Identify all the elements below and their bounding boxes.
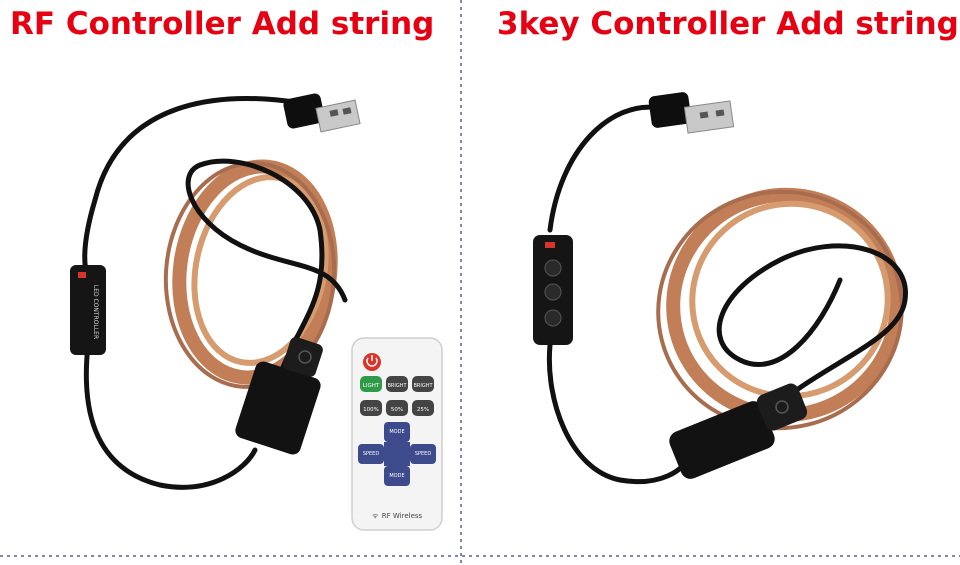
three-key-controller bbox=[533, 235, 573, 345]
usb-plug-right bbox=[648, 92, 735, 134]
key-button-2 bbox=[544, 283, 562, 301]
speed-right-button bbox=[410, 444, 436, 464]
rf-remote: LIGHT BRIGHT BRIGHT 100% 50% 25% MODE SP… bbox=[351, 337, 443, 531]
speed-left-button bbox=[358, 444, 384, 464]
pct-25-label: 25% bbox=[417, 407, 429, 413]
wifi-icon: ᯤ bbox=[372, 512, 379, 520]
bright-down-label: BRIGHT bbox=[413, 383, 433, 389]
usb-plug-left bbox=[283, 93, 361, 133]
copper-wire-coil-right bbox=[656, 187, 904, 431]
speed-right-label: SPEED bbox=[415, 451, 432, 457]
mode-bottom-button bbox=[384, 466, 410, 486]
cable-right bbox=[546, 104, 908, 485]
usb-receptacle-left bbox=[235, 337, 323, 455]
usb-receptacle-right bbox=[669, 383, 808, 479]
mode-top-label: MODE bbox=[389, 429, 404, 435]
key-button-3 bbox=[544, 309, 562, 327]
bright-up-button bbox=[386, 376, 408, 392]
panel-title-right: 3key Controller Add string bbox=[497, 6, 959, 42]
speed-left-label: SPEED bbox=[363, 451, 380, 457]
led-controller-left: LED CONTROLLER bbox=[70, 265, 106, 355]
bright-down-button bbox=[412, 376, 434, 392]
controller-label: LED CONTROLLER bbox=[92, 285, 99, 339]
light-label: LIGHT bbox=[363, 383, 380, 389]
cable-left bbox=[82, 96, 348, 490]
pct-25-button bbox=[412, 400, 434, 416]
light-button bbox=[360, 376, 382, 392]
bright-up-label: BRIGHT bbox=[387, 383, 407, 389]
pct-100-label: 100% bbox=[363, 407, 379, 413]
mode-bottom-label: MODE bbox=[389, 473, 404, 479]
mode-top-button bbox=[384, 422, 410, 442]
pct-100-button bbox=[360, 400, 382, 416]
remote-brand-label: RF Wireless bbox=[382, 512, 423, 520]
power-icon bbox=[363, 353, 381, 371]
panel-title-left: RF Controller Add string bbox=[10, 6, 435, 42]
key-button-1 bbox=[544, 259, 562, 277]
pct-50-button bbox=[386, 400, 408, 416]
pct-50-label: 50% bbox=[391, 407, 403, 413]
